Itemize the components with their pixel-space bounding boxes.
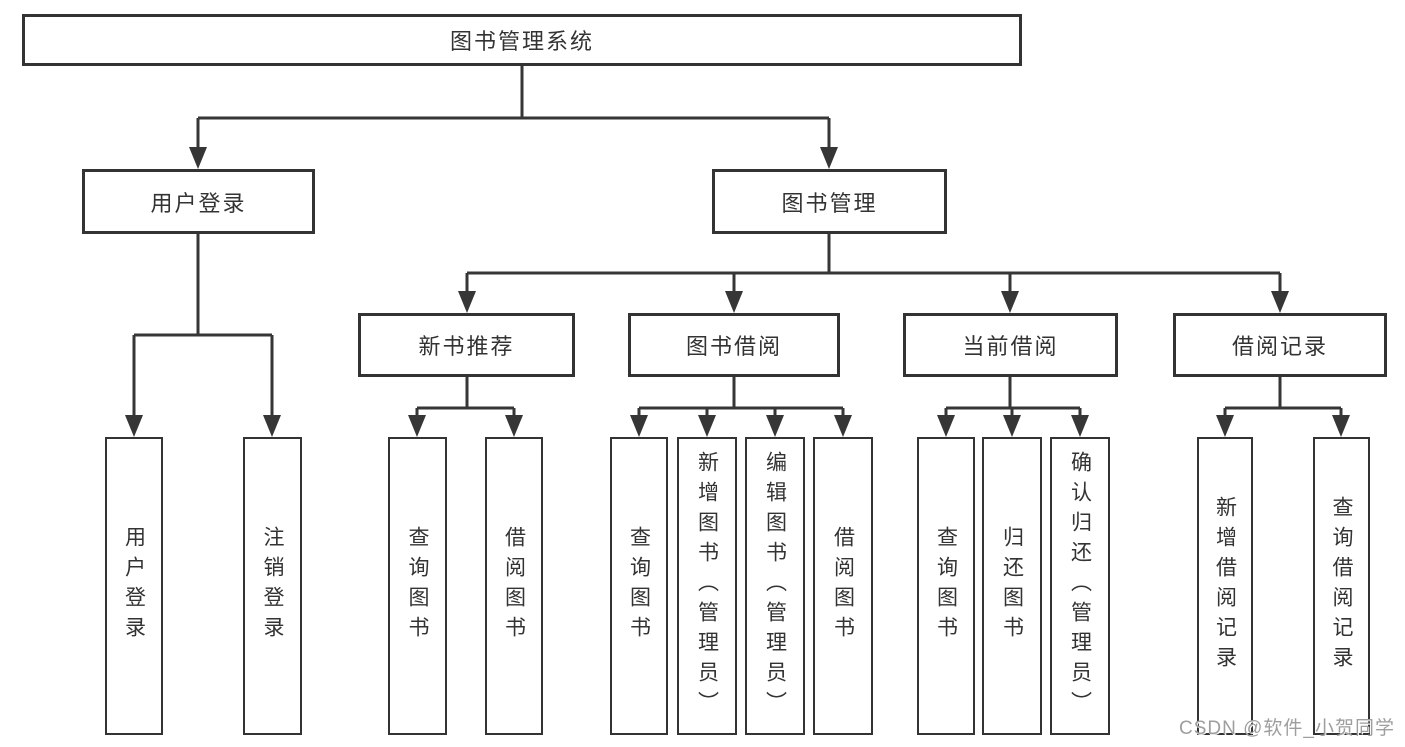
node-new-book-recommend: 新书推荐 xyxy=(358,313,575,377)
leaf-borrow-books: 借阅图书 xyxy=(813,437,873,735)
arrow-down-icon xyxy=(937,415,955,437)
node-label: 新增借阅记录 xyxy=(1213,496,1237,676)
connector-borrowing-to-leaves xyxy=(637,377,845,417)
node-label: 图书管理系统 xyxy=(449,29,594,54)
node-label: 查询图书 xyxy=(406,526,429,646)
leaf-logout: 注销登录 xyxy=(243,437,302,735)
node-label: 新书推荐 xyxy=(418,334,515,359)
leaf-return-books: 归还图书 xyxy=(982,437,1042,735)
arrow-down-icon xyxy=(189,147,207,169)
leaf-user-login: 用户登录 xyxy=(105,437,163,735)
leaf-borrow-books: 借阅图书 xyxy=(485,437,543,735)
arrow-down-icon xyxy=(458,291,476,313)
arrow-down-icon xyxy=(505,415,523,437)
arrow-down-icon xyxy=(766,415,784,437)
arrow-down-icon xyxy=(725,291,743,313)
leaf-edit-books-admin: 编辑图书（管理员） xyxy=(745,437,805,735)
node-label: 借阅图书 xyxy=(502,526,526,646)
leaf-add-books-admin: 新增图书（管理员） xyxy=(677,437,737,735)
leaf-query-books: 查询图书 xyxy=(917,437,975,735)
connector-userlogin-to-leaves xyxy=(132,234,274,417)
node-label: 查询借阅记录 xyxy=(1330,496,1353,676)
arrow-down-icon xyxy=(1003,415,1021,437)
node-label: 查询图书 xyxy=(934,526,958,646)
node-book-borrowing: 图书借阅 xyxy=(628,313,840,377)
node-label: 编辑图书（管理员） xyxy=(763,451,787,721)
node-label: 归还图书 xyxy=(1000,526,1024,646)
connector-root-to-level2 xyxy=(196,66,831,149)
connector-records-to-leaves xyxy=(1223,377,1343,417)
arrow-down-icon xyxy=(263,415,281,437)
connector-current-to-leaves xyxy=(944,377,1082,417)
node-borrow-records: 借阅记录 xyxy=(1173,313,1387,377)
node-label: 图书管理 xyxy=(781,190,878,216)
node-label: 注销登录 xyxy=(261,526,284,646)
node-label: 用户登录 xyxy=(122,526,146,646)
arrow-down-icon xyxy=(698,415,716,437)
node-label: 借阅图书 xyxy=(831,526,855,646)
node-book-management: 图书管理 xyxy=(712,169,947,234)
arrow-down-icon xyxy=(630,415,648,437)
connector-newbooks-to-leaves xyxy=(415,377,516,417)
arrow-down-icon xyxy=(125,415,143,437)
node-library-management-system: 图书管理系统 xyxy=(22,14,1022,66)
leaf-query-books: 查询图书 xyxy=(388,437,447,735)
arrow-down-icon xyxy=(1001,291,1019,313)
node-label: 用户登录 xyxy=(150,190,247,216)
leaf-add-borrow-record: 新增借阅记录 xyxy=(1197,437,1253,735)
arrow-down-icon xyxy=(408,415,426,437)
arrow-down-icon xyxy=(1071,415,1089,437)
leaf-query-books: 查询图书 xyxy=(610,437,668,735)
node-label: 借阅记录 xyxy=(1231,334,1328,359)
node-label: 新增图书（管理员） xyxy=(695,451,719,721)
arrow-down-icon xyxy=(1332,415,1350,437)
connector-bookmgmt-to-level3 xyxy=(465,234,1282,293)
node-label: 确认归还（管理员） xyxy=(1068,451,1092,721)
node-current-borrowing: 当前借阅 xyxy=(903,313,1118,377)
node-user-login: 用户登录 xyxy=(82,169,315,234)
leaf-confirm-return-admin: 确认归还（管理员） xyxy=(1050,437,1110,735)
arrow-down-icon xyxy=(834,415,852,437)
arrow-down-icon xyxy=(820,147,838,169)
node-label: 查询图书 xyxy=(627,526,651,646)
leaf-query-borrow-record: 查询借阅记录 xyxy=(1313,437,1370,735)
csdn-watermark: CSDN @软件_小贺同学 xyxy=(1179,718,1395,739)
arrowheads xyxy=(125,147,1350,437)
arrow-down-icon xyxy=(1216,415,1234,437)
node-label: 图书借阅 xyxy=(685,334,782,359)
arrow-down-icon xyxy=(1271,291,1289,313)
node-label: 当前借阅 xyxy=(962,334,1059,359)
